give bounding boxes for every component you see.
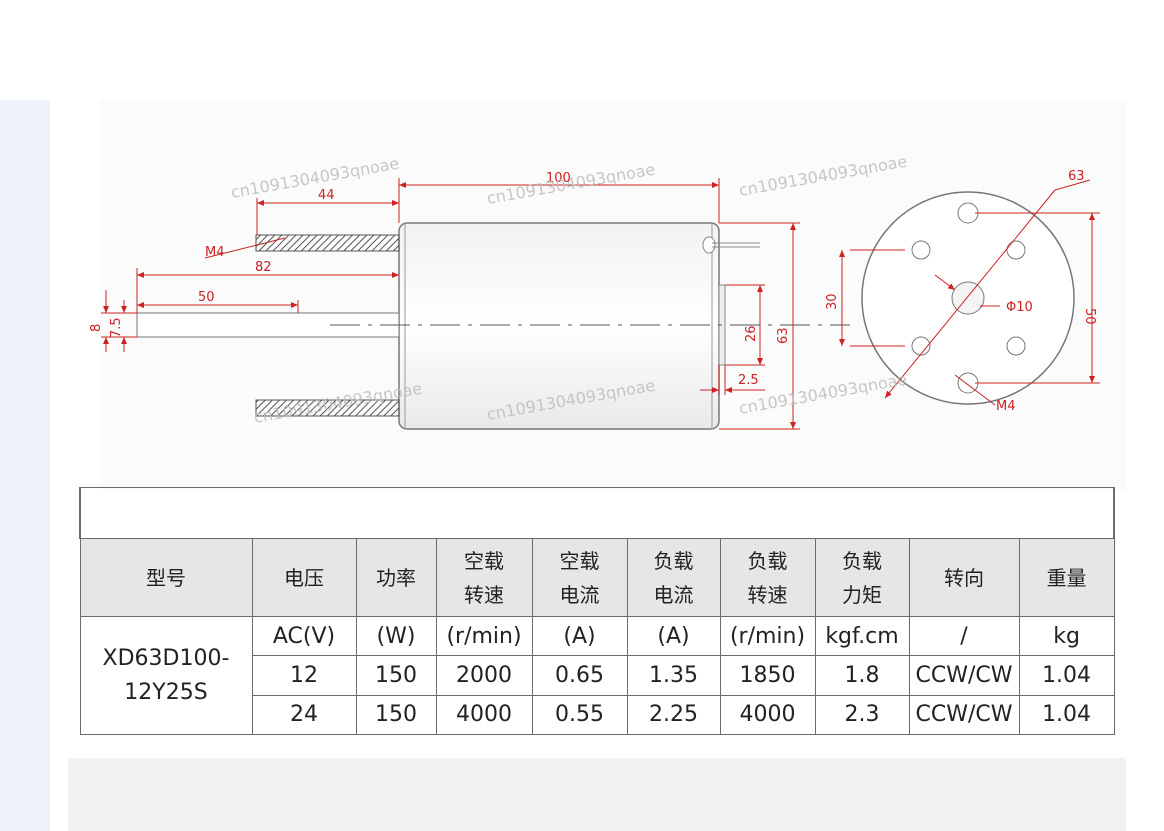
mounting-stud-bottom — [255, 399, 400, 417]
dim-hole-spacing-50: 50 — [1082, 308, 1097, 325]
header-voltage: 电压 — [251, 538, 357, 618]
motor-side-view — [136, 222, 850, 430]
table-cell: 0.55 — [531, 694, 628, 736]
table-cell: 12 — [251, 655, 357, 696]
model-cell: XD63D100-12Y25S — [79, 616, 253, 735]
watermark-text: cn1091304093qnoae — [737, 370, 908, 418]
dim-thread-m4-side: M4 — [205, 245, 225, 260]
table-cell: 1.35 — [626, 655, 721, 696]
motor-technical-drawing: 100 44 82 50 M4 8 7.5 26 63 2.5 63 30 50 — [89, 152, 1100, 430]
watermark-text: cn1091304093qnoae — [229, 154, 400, 202]
unit-cell: kg — [1018, 616, 1115, 657]
vent-hole-upper-right — [1006, 240, 1026, 260]
dim-diameter-63-side: 63 — [776, 327, 791, 344]
header-model: 型号 — [79, 538, 253, 618]
table-cell: 2000 — [435, 655, 533, 696]
dim-length-100: 100 — [546, 171, 571, 186]
unit-cell: AC(V) — [251, 616, 357, 657]
table-cell: 1.04 — [1018, 694, 1115, 736]
unit-cell: (A) — [531, 616, 628, 657]
table-cell: 1850 — [719, 655, 816, 696]
dim-shaft-8: 8 — [89, 324, 104, 332]
table-row: 12 150 2000 0.65 1.35 1850 1.8 CCW/CW 1.… — [80, 655, 1115, 696]
dim-length-44: 44 — [318, 188, 335, 203]
header-noload-speed: 空载转速 — [435, 538, 533, 618]
table-cell: CCW/CW — [908, 655, 1020, 696]
unit-cell: (W) — [355, 616, 437, 657]
unit-cell: (A) — [626, 616, 721, 657]
unit-cell: (r/min) — [719, 616, 816, 657]
end-dimensions — [839, 179, 1100, 406]
dim-boss-2-5: 2.5 — [738, 373, 759, 388]
table-cell: 24 — [251, 694, 357, 736]
bottom-background-strip — [68, 758, 1126, 831]
header-power: 功率 — [355, 538, 437, 618]
header-rotation: 转向 — [908, 538, 1020, 618]
dim-length-82: 82 — [255, 260, 272, 275]
spec-table: 型号 电压 功率 空载转速 空载电流 负载电流 负载转速 负载力矩 转向 重量 … — [78, 486, 1116, 736]
terminal-lug — [702, 236, 716, 254]
unit-cell: / — [908, 616, 1020, 657]
end-dimension-labels: 63 30 50 Φ10 M4 — [825, 169, 1097, 414]
shaft-hole — [951, 281, 985, 315]
table-cell: 4000 — [435, 694, 533, 736]
unit-cell: (r/min) — [435, 616, 533, 657]
motor-end-view — [861, 191, 1075, 405]
header-noload-current: 空载电流 — [531, 538, 628, 618]
dim-shaft-7-5: 7.5 — [109, 317, 124, 338]
side-dimensions — [101, 178, 800, 430]
header-load-torque: 负载力矩 — [814, 538, 910, 618]
vent-hole-lower-left — [911, 336, 931, 356]
table-cell: 2.25 — [626, 694, 721, 736]
dim-shaft-phi-10: Φ10 — [1006, 300, 1033, 315]
header-load-current: 负载电流 — [626, 538, 721, 618]
watermark-text: cn1091304093qnoae — [485, 160, 656, 208]
table-cell: CCW/CW — [908, 694, 1020, 736]
header-weight: 重量 — [1018, 538, 1115, 618]
dim-hole-spacing-30: 30 — [825, 293, 840, 310]
vent-hole-lower-right — [1006, 336, 1026, 356]
watermark-text: cn1091304093qnoae — [737, 152, 908, 200]
dim-length-50: 50 — [198, 290, 215, 305]
header-load-speed: 负载转速 — [719, 538, 816, 618]
table-title-row — [78, 486, 1116, 540]
side-dimension-labels: 100 44 82 50 M4 8 7.5 26 63 2.5 — [89, 171, 791, 388]
table-cell: 150 — [355, 655, 437, 696]
table-units-row: XD63D100-12Y25S AC(V) (W) (r/min) (A) (A… — [79, 616, 1115, 735]
table-header-row: 型号 电压 功率 空载转速 空载电流 负载电流 负载转速 负载力矩 转向 重量 — [79, 538, 1115, 618]
table-cell: 4000 — [719, 694, 816, 736]
table-cell: 2.3 — [814, 694, 910, 736]
dim-diameter-63-face: 63 — [1068, 169, 1085, 184]
dim-boss-26: 26 — [744, 325, 759, 342]
unit-cell: kgf.cm — [814, 616, 910, 657]
table-row: 24 150 4000 0.55 2.25 4000 2.3 CCW/CW 1.… — [80, 694, 1115, 736]
table-cell: 1.04 — [1018, 655, 1115, 696]
table-cell: 150 — [355, 694, 437, 736]
table-cell: 0.65 — [531, 655, 628, 696]
left-background-strip — [0, 100, 50, 831]
vent-hole-upper-left — [911, 240, 931, 260]
dim-thread-m4-face: M4 — [996, 399, 1016, 414]
mounting-stud-top — [255, 234, 400, 252]
table-cell: 1.8 — [814, 655, 910, 696]
